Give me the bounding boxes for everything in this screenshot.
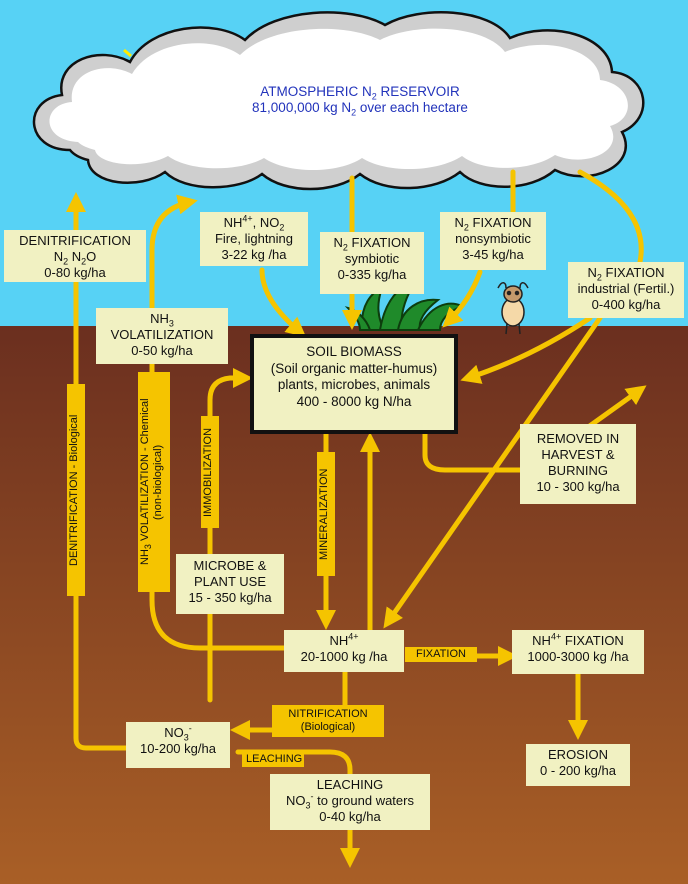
- arrow-fire: [259, 267, 307, 338]
- denitrification-box: DENITRIFICATION N2 N2O 0-80 kg/ha: [4, 230, 146, 282]
- symbiotic-fixation-box: N2 FIXATION symbiotic 0-335 kg/ha: [320, 232, 424, 294]
- removed-harvest-box: REMOVED IN HARVEST & BURNING 10 - 300 kg…: [520, 424, 636, 504]
- fixation-tag: FIXATION: [405, 647, 477, 662]
- soil-biomass-box: SOIL BIOMASS (Soil organic matter-humus)…: [250, 334, 458, 434]
- arrow-industrial-top: [577, 169, 644, 265]
- nitrification-tag: NITRIFICATION (Biological): [272, 705, 384, 737]
- fire-lightning-box: NH4+, NO2 Fire, lightning 3-22 kg /ha: [200, 212, 308, 266]
- leaching-box: LEACHING NO3- to ground waters 0-40 kg/h…: [270, 774, 430, 830]
- volatilization-box: NH3 VOLATILIZATION 0-50 kg/ha: [96, 308, 228, 364]
- microbe-plant-use-box: MICROBE & PLANT USE 15 - 350 kg/ha: [176, 554, 284, 614]
- arrow-nh3-volatilization: [149, 194, 287, 651]
- erosion-box: EROSION 0 - 200 kg/ha: [526, 744, 630, 786]
- atmospheric-reservoir-label: ATMOSPHERIC N2 RESERVOIR 81,000,000 kg N…: [252, 84, 468, 118]
- immobilization-tag: IMMOBILIZATION: [201, 416, 219, 528]
- arrow-industrial-biomass: [460, 315, 593, 384]
- mineralization-tag: MINERALIZATION: [317, 452, 335, 576]
- arrow-immobilization: [207, 368, 253, 703]
- nonsymbiotic-fixation-box: N2 FIXATION nonsymbiotic 3-45 kg/ha: [440, 212, 546, 270]
- denitrification-biological-tag: DENITRIFICATION - Biological: [67, 384, 85, 596]
- leaching-tag: LEACHING: [242, 752, 304, 767]
- no3-box: NO3- 10-200 kg/ha: [126, 722, 230, 768]
- nh4-fixation-box: NH4+ FIXATION 1000-3000 kg /ha: [512, 630, 644, 674]
- nh3-volatilization-chemical-tag: NH3 VOLATILIZATION - Chemical (non-biolo…: [138, 372, 170, 592]
- cow-icon: [497, 282, 529, 335]
- nh4-box: NH4+ 20-1000 kg /ha: [284, 630, 404, 672]
- cloud-icon: [32, 11, 645, 191]
- arrow-denitrification: [66, 192, 131, 751]
- arrow-leaching: [235, 749, 360, 868]
- flow-arrows: [66, 169, 647, 868]
- arrow-removed: [422, 431, 523, 473]
- industrial-fixation-box: N2 FIXATION industrial (Fertil.) 0-400 k…: [568, 262, 684, 318]
- arrow-nonsymbiotic: [442, 269, 483, 328]
